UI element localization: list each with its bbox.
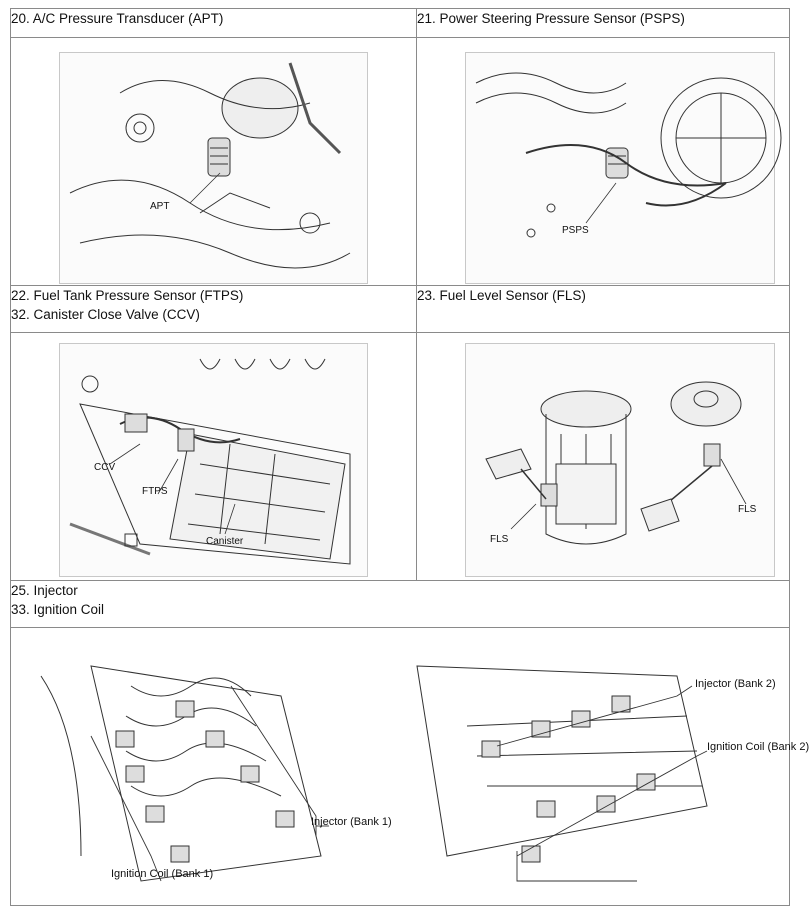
apt-header: 20. A/C Pressure Transducer (APT) (10, 8, 417, 38)
injector-title: 25. Injector (11, 583, 78, 598)
apt-diagram: APT (59, 52, 368, 284)
ccv-label: CCV (94, 462, 116, 473)
ignition-coil-bank1-label: Ignition Coil (Bank 1) (111, 868, 214, 880)
injector-bank2-label: Injector (Bank 2) (695, 678, 776, 690)
bank2-diagram: Injector (Bank 2) Ignition Coil (Bank 2) (407, 656, 809, 886)
apt-image-cell: APT (10, 37, 417, 286)
fls-right-label: FLS (738, 504, 757, 515)
apt-title: 20. A/C Pressure Transducer (APT) (11, 11, 224, 26)
fls-diagram: FLS FLS (465, 343, 775, 577)
ignition-coil-title: 33. Ignition Coil (11, 602, 105, 617)
ftps-image-cell: CCV FTPS Canister (10, 332, 417, 581)
apt-label: APT (150, 201, 170, 212)
canister-label: Canister (206, 536, 244, 547)
psps-image-cell: PSPS (416, 37, 790, 286)
psps-diagram: PSPS (465, 52, 782, 284)
ftps-title: 22. Fuel Tank Pressure Sensor (FTPS) (11, 288, 244, 303)
fls-title: 23. Fuel Level Sensor (FLS) (417, 288, 586, 303)
fls-left-label: FLS (490, 534, 509, 545)
fls-image-cell: FLS FLS (416, 332, 790, 581)
psps-title: 21. Power Steering Pressure Sensor (PSPS… (417, 11, 685, 26)
injector-image-cell: Injector (Bank 1) Ignition Coil (Bank 1) (10, 627, 809, 906)
bank1-diagram: Injector (Bank 1) Ignition Coil (Bank 1) (31, 656, 401, 886)
ftps-diagram: CCV FTPS Canister (59, 343, 368, 577)
ignition-coil-bank2-label: Ignition Coil (Bank 2) (707, 741, 809, 753)
injector-bank1-label: Injector (Bank 1) (311, 816, 392, 828)
fls-header: 23. Fuel Level Sensor (FLS) (416, 285, 790, 333)
injector-header: 25. Injector 33. Ignition Coil (10, 580, 790, 628)
document-sheet: 20. A/C Pressure Transducer (APT) 21. Po… (10, 8, 809, 908)
psps-header: 21. Power Steering Pressure Sensor (PSPS… (416, 8, 790, 38)
ftps-label: FTPS (142, 486, 168, 497)
ftps-header: 22. Fuel Tank Pressure Sensor (FTPS) 32.… (10, 285, 417, 333)
ccv-title: 32. Canister Close Valve (CCV) (11, 307, 200, 322)
sensor-location-table: 20. A/C Pressure Transducer (APT) 21. Po… (10, 8, 809, 906)
psps-label: PSPS (562, 225, 589, 236)
